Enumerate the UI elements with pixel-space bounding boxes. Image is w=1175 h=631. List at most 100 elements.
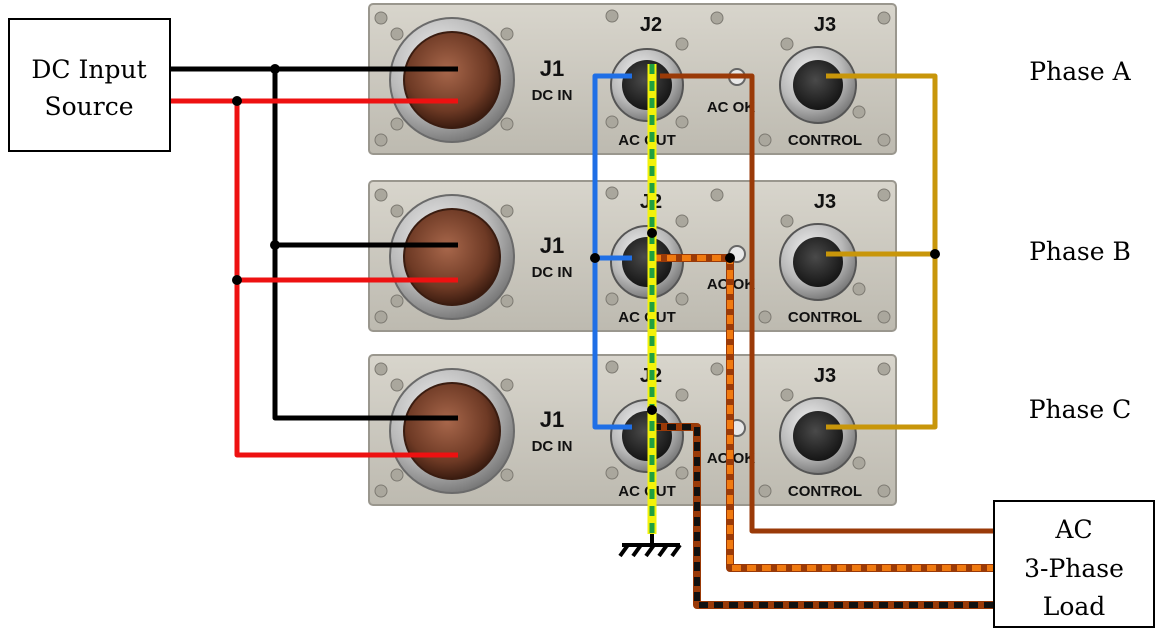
- j2-socket-icon: [622, 60, 672, 110]
- ac-out-label: AC OUT: [618, 309, 676, 326]
- screw-icon: [374, 310, 388, 324]
- screw-icon: [852, 282, 866, 296]
- screw-icon: [780, 214, 794, 228]
- ac-out-label: AC OUT: [618, 132, 676, 149]
- screw-icon: [780, 388, 794, 402]
- junction-dot: [647, 228, 657, 238]
- load-line3: Load: [1043, 592, 1106, 621]
- screw-icon: [374, 133, 388, 147]
- screw-icon: [877, 362, 891, 376]
- junction-dot: [270, 64, 280, 74]
- j3-socket-icon: [793, 60, 843, 110]
- converter-panel-a: J1 DC IN J2 AC OUT AC OK J3 CONTROL: [368, 3, 897, 155]
- phase-b-label: Phase B: [1029, 237, 1131, 266]
- screw-icon: [605, 186, 619, 200]
- screw-icon: [605, 292, 619, 306]
- phase-b-stripe: [652, 255, 994, 571]
- junction-dot: [725, 253, 735, 263]
- screw-icon: [500, 27, 514, 41]
- junction-dot: [270, 240, 280, 250]
- j2-label: J2: [640, 14, 662, 36]
- phase-c-label: Phase C: [1029, 395, 1132, 424]
- j1-pins-icon: [403, 31, 501, 129]
- screw-icon: [780, 37, 794, 51]
- screw-icon: [675, 388, 689, 402]
- j2-socket-icon: [622, 411, 672, 461]
- load-line2: 3-Phase: [1024, 554, 1124, 583]
- phase-c-stripe: [652, 424, 994, 608]
- junction-dot: [232, 96, 242, 106]
- screw-icon: [390, 294, 404, 308]
- screw-icon: [500, 468, 514, 482]
- converter-panel-b: J1 DC IN J2 AC OUT AC OK J3 CONTROL: [368, 180, 897, 332]
- ground-symbol-icon: [618, 534, 682, 558]
- j3-label: J3: [814, 191, 836, 213]
- screw-icon: [390, 468, 404, 482]
- screw-icon: [500, 117, 514, 131]
- converter-panel-c: J1 DC IN J2 AC OUT AC OK J3 CONTROL: [368, 354, 897, 506]
- neutral-wire: [592, 73, 632, 430]
- control-label: CONTROL: [788, 132, 862, 149]
- screw-icon: [374, 362, 388, 376]
- j3-label: J3: [814, 365, 836, 387]
- j1-pins-icon: [403, 382, 501, 480]
- junction-dot: [232, 275, 242, 285]
- j3-socket-icon: [793, 411, 843, 461]
- ac-ok-label: AC OK: [707, 99, 756, 116]
- phase-a-label: Phase A: [1029, 57, 1131, 86]
- dc-source-line1: DC Input: [31, 55, 146, 84]
- screw-icon: [675, 37, 689, 51]
- screw-icon: [605, 360, 619, 374]
- junction-dot: [590, 253, 600, 263]
- dc-source-line2: Source: [44, 92, 133, 121]
- screw-icon: [877, 484, 891, 498]
- screw-icon: [877, 188, 891, 202]
- dc-source-box: [8, 18, 171, 152]
- screw-icon: [710, 188, 724, 202]
- dc-positive-wire: [170, 98, 458, 458]
- screw-icon: [500, 204, 514, 218]
- load-line1: AC: [1054, 515, 1092, 544]
- j1-label: J1: [540, 233, 564, 258]
- screw-icon: [390, 204, 404, 218]
- control-label: CONTROL: [788, 483, 862, 500]
- screw-icon: [758, 310, 772, 324]
- screw-icon: [710, 11, 724, 25]
- screw-icon: [852, 105, 866, 119]
- screw-icon: [605, 9, 619, 23]
- screw-icon: [877, 133, 891, 147]
- dc-in-label: DC IN: [532, 438, 573, 455]
- j1-pins-icon: [403, 208, 501, 306]
- screw-icon: [675, 292, 689, 306]
- screw-icon: [390, 117, 404, 131]
- screw-icon: [675, 466, 689, 480]
- screw-icon: [500, 378, 514, 392]
- screw-icon: [758, 133, 772, 147]
- j2-socket-icon: [622, 237, 672, 287]
- dc-in-label: DC IN: [532, 87, 573, 104]
- j1-label: J1: [540, 407, 564, 432]
- screw-icon: [710, 362, 724, 376]
- j1-label: J1: [540, 56, 564, 81]
- screw-icon: [390, 27, 404, 41]
- dc-input-source: DC Input Source: [8, 18, 171, 152]
- screw-icon: [605, 115, 619, 129]
- ac-3-phase-load: AC 3-Phase Load: [993, 500, 1155, 628]
- j3-label: J3: [814, 14, 836, 36]
- phase-a-wire: [660, 73, 994, 534]
- screw-icon: [877, 11, 891, 25]
- screw-icon: [390, 378, 404, 392]
- control-label: CONTROL: [788, 309, 862, 326]
- screw-icon: [374, 484, 388, 498]
- screw-icon: [374, 188, 388, 202]
- j3-socket-icon: [793, 237, 843, 287]
- dc-negative-wire: [170, 66, 458, 421]
- screw-icon: [877, 310, 891, 324]
- screw-icon: [605, 466, 619, 480]
- ac-out-label: AC OUT: [618, 483, 676, 500]
- screw-icon: [500, 294, 514, 308]
- dc-in-label: DC IN: [532, 264, 573, 281]
- junction-dot: [647, 405, 657, 415]
- junction-dot: [930, 249, 940, 259]
